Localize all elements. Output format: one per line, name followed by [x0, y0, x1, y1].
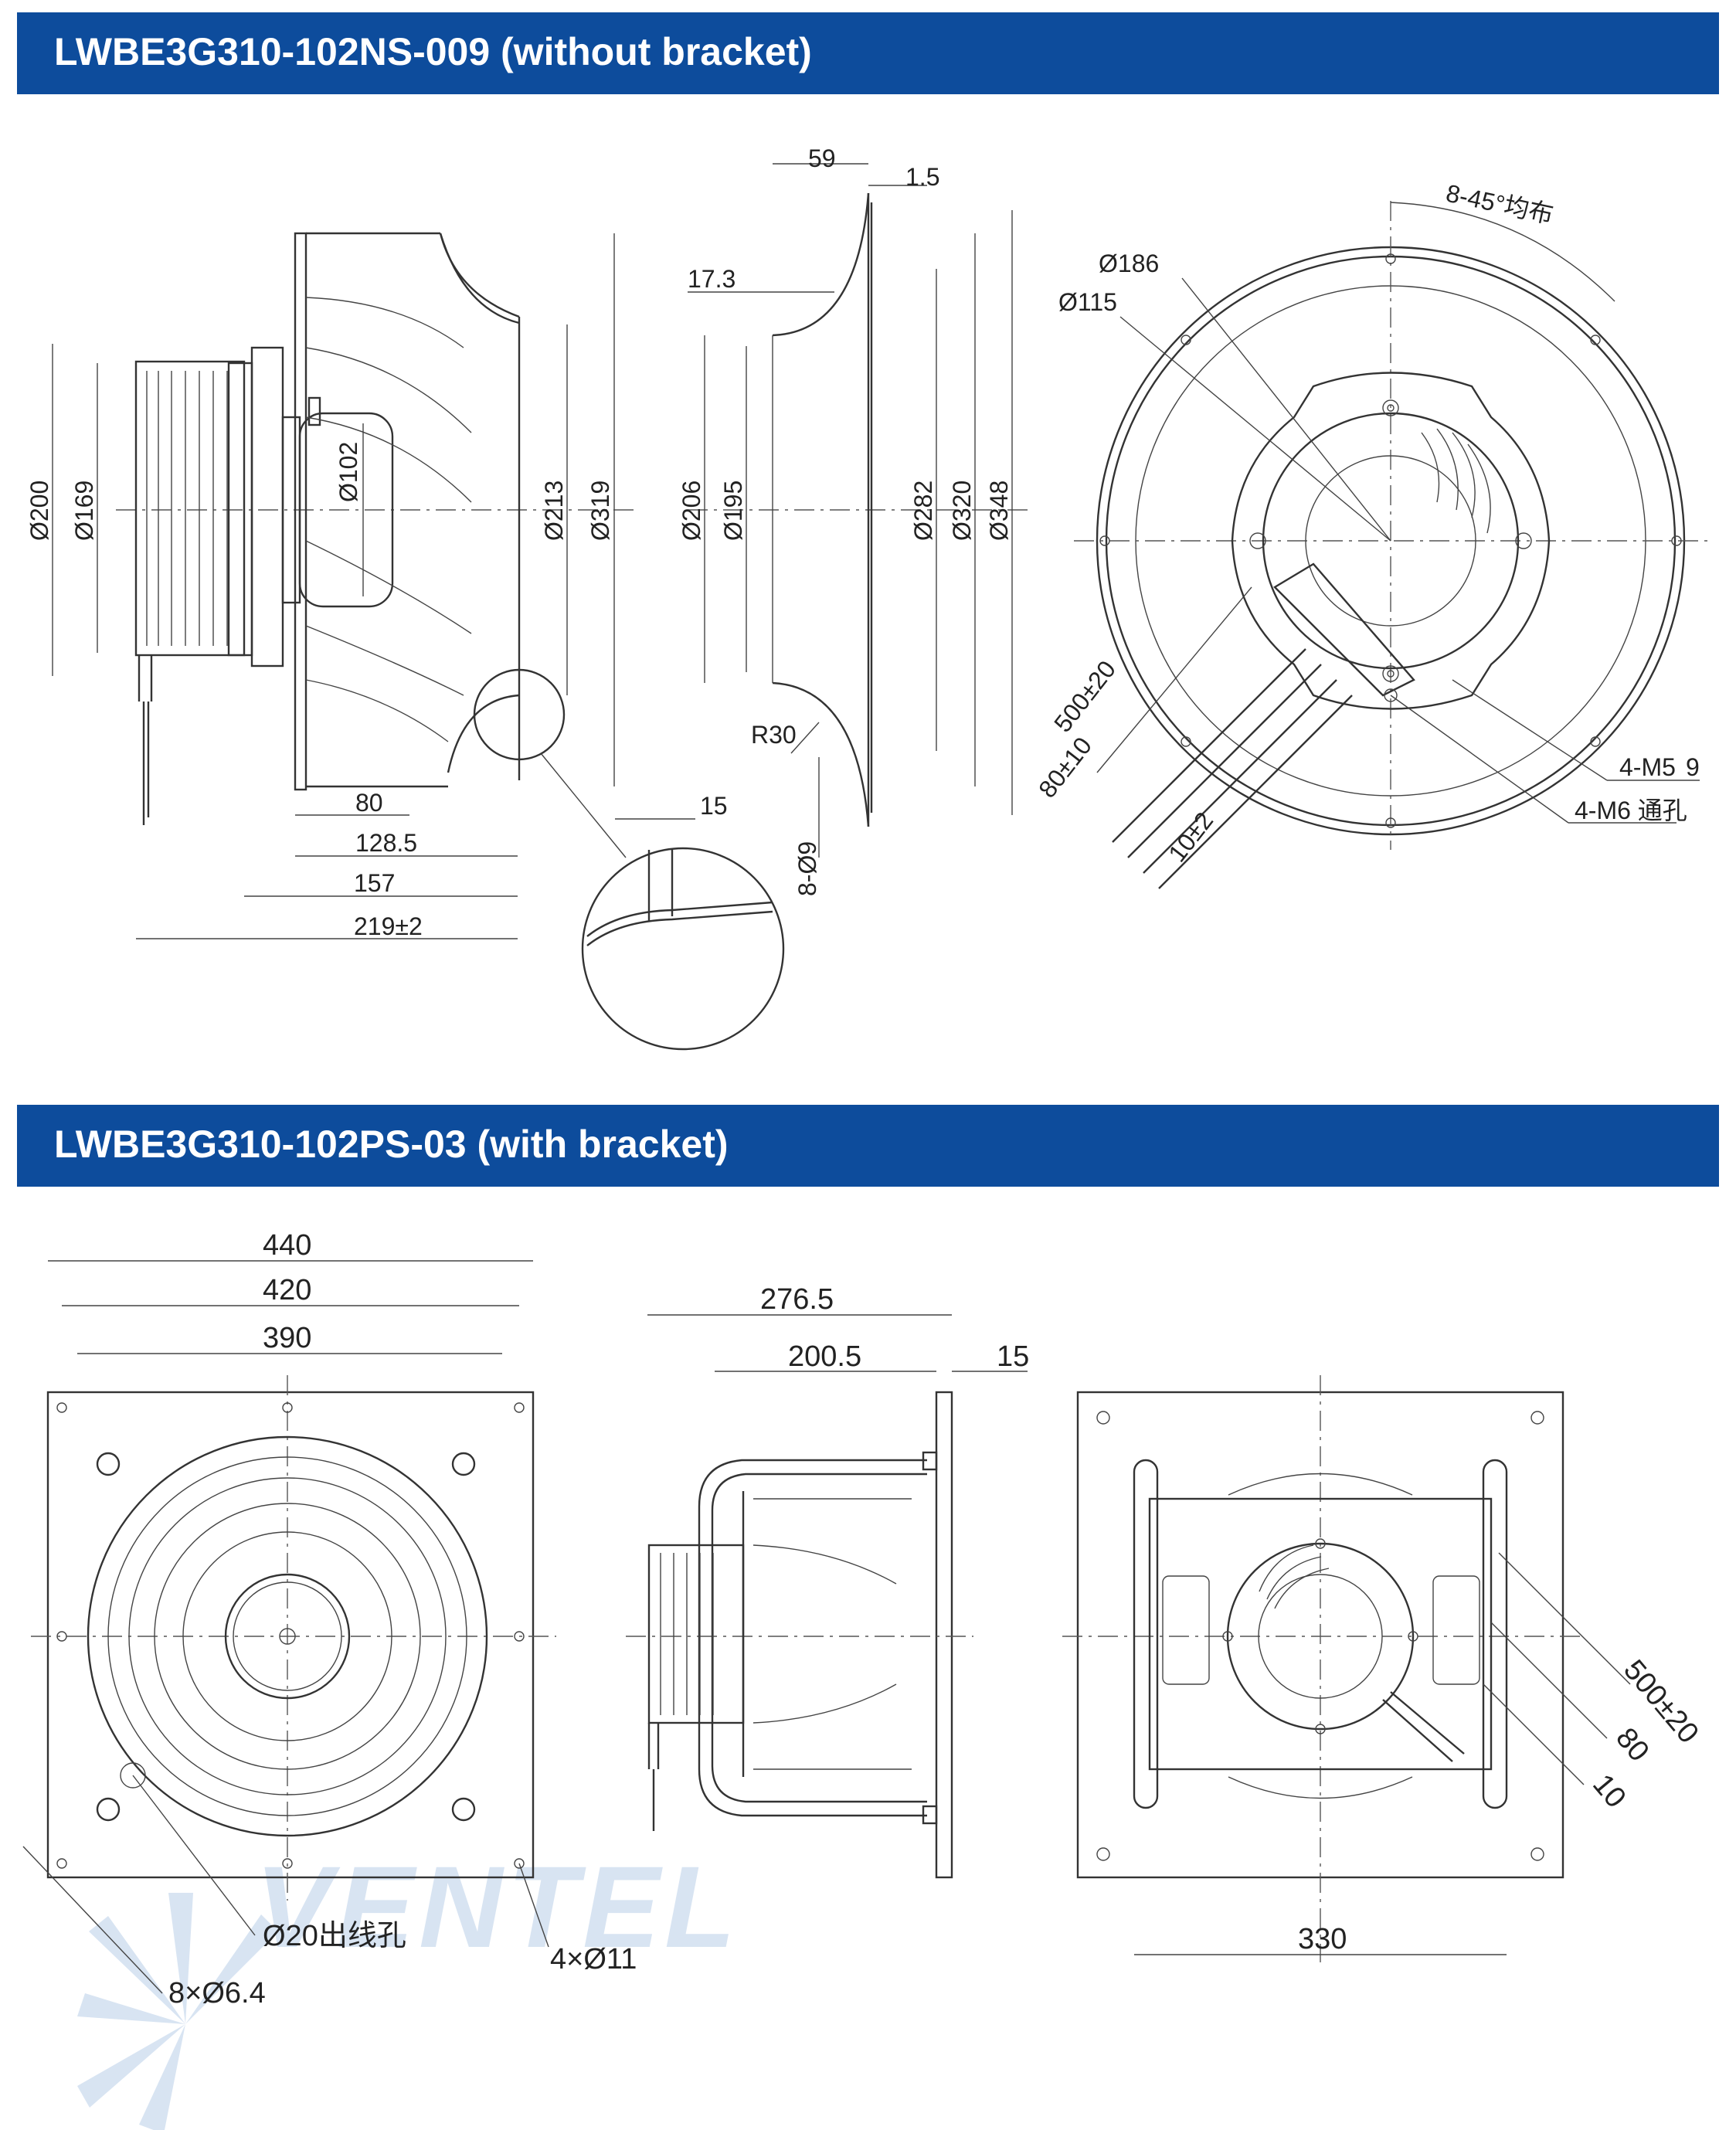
- svg-text:R30: R30: [751, 721, 797, 749]
- svg-text:Ø320: Ø320: [948, 481, 976, 541]
- svg-text:Ø186: Ø186: [1099, 250, 1159, 277]
- svg-text:15: 15: [997, 1340, 1029, 1373]
- svg-text:8-Ø9: 8-Ø9: [793, 841, 821, 896]
- svg-text:4×Ø11: 4×Ø11: [550, 1943, 637, 1975]
- svg-text:4-M6 通孔: 4-M6 通孔: [1575, 797, 1687, 824]
- section-title: LWBE3G310-102PS-03 (with bracket): [54, 1123, 729, 1166]
- top-front-view: Ø186 Ø115 8-45°均布 500±20 80±10 10±2 4-M5…: [1033, 179, 1707, 889]
- svg-text:17.3: 17.3: [688, 265, 736, 293]
- svg-text:Ø200: Ø200: [25, 481, 53, 541]
- bottom-side-view: 276.5 200.5 15: [626, 1283, 1029, 1879]
- dim-80: 80: [355, 789, 383, 817]
- watermark-logo: VENTEL: [77, 1842, 740, 2130]
- svg-text:Ø20出线孔: Ø20出线孔: [263, 1920, 406, 1952]
- section-title: LWBE3G310-102NS-009 (without bracket): [54, 30, 812, 73]
- top-section-view: 59 1.5 17.3 Ø206 Ø195 Ø282 Ø320 Ø348 R30…: [678, 144, 1028, 896]
- svg-text:1.5: 1.5: [905, 163, 939, 191]
- svg-text:Ø213: Ø213: [540, 481, 568, 541]
- svg-text:80: 80: [1609, 1722, 1655, 1768]
- svg-text:Ø115: Ø115: [1058, 288, 1117, 316]
- svg-text:15: 15: [700, 792, 728, 820]
- top-side-view: Ø200 Ø169 Ø102 Ø213 Ø319 80 128.5 157 21…: [25, 232, 785, 1051]
- svg-text:Ø282: Ø282: [909, 481, 937, 541]
- bottom-rear-view: 500±20 80 10 330: [1062, 1375, 1705, 1962]
- svg-text:128.5: 128.5: [355, 829, 417, 857]
- svg-text:200.5: 200.5: [788, 1340, 861, 1373]
- bottom-front-view: 440 420 390 Ø20出线孔 4×Ø11 8×Ø6.4: [22, 1229, 637, 2009]
- svg-text:Ø348: Ø348: [985, 481, 1013, 541]
- svg-text:500±20: 500±20: [1048, 655, 1121, 737]
- watermark-text: VENTEL: [255, 1842, 740, 1972]
- svg-text:440: 440: [263, 1229, 311, 1262]
- svg-text:10: 10: [1586, 1768, 1632, 1814]
- svg-text:Ø102: Ø102: [335, 442, 362, 502]
- svg-text:4-M5: 4-M5: [1619, 753, 1676, 781]
- svg-text:Ø206: Ø206: [678, 481, 705, 541]
- section-banner-with-bracket: LWBE3G310-102PS-03 (with bracket): [17, 1105, 1719, 1187]
- svg-text:390: 390: [263, 1322, 311, 1354]
- svg-text:219±2: 219±2: [354, 912, 423, 940]
- svg-text:330: 330: [1298, 1923, 1347, 1955]
- svg-text:Ø195: Ø195: [719, 481, 747, 541]
- section-banner-without-bracket: LWBE3G310-102NS-009 (without bracket): [17, 12, 1719, 94]
- svg-text:9: 9: [1686, 753, 1700, 781]
- svg-text:8×Ø6.4: 8×Ø6.4: [168, 1977, 266, 2009]
- svg-text:157: 157: [354, 869, 395, 897]
- svg-text:59: 59: [808, 144, 836, 172]
- svg-text:80±10: 80±10: [1033, 732, 1097, 803]
- svg-text:420: 420: [263, 1274, 311, 1306]
- svg-text:Ø319: Ø319: [586, 481, 614, 541]
- svg-text:276.5: 276.5: [760, 1283, 834, 1316]
- svg-text:8-45°均布: 8-45°均布: [1444, 179, 1556, 229]
- svg-text:Ø169: Ø169: [70, 481, 98, 541]
